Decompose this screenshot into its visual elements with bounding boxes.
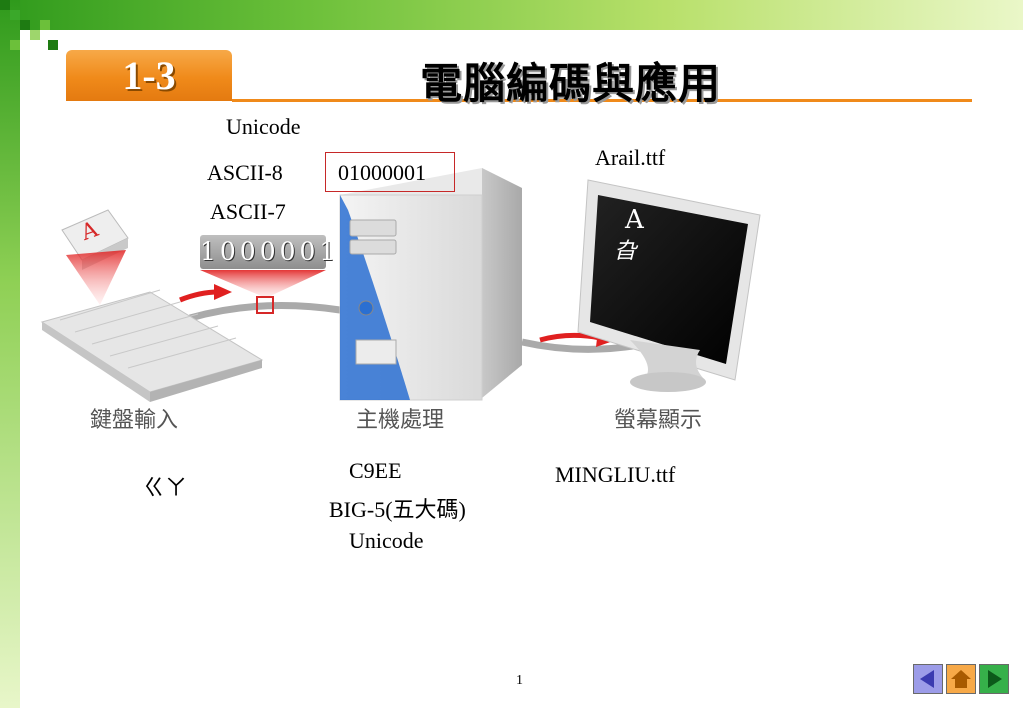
corner-square [10, 40, 20, 50]
ascii7-label: ASCII-7 [210, 199, 286, 224]
monitor-caption: 螢幕顯示 [614, 408, 703, 433]
prev-slide-button[interactable] [913, 664, 943, 694]
next-slide-button[interactable] [979, 664, 1009, 694]
bopomofo-label: ㄍㄚ [143, 476, 188, 501]
prev-icon [920, 670, 934, 688]
ascii8-binary: 01000001 [338, 160, 426, 185]
ascii8-highlight-box [325, 152, 455, 192]
unicode-bottom-label: Unicode [349, 528, 424, 553]
unicode-top-label: Unicode [226, 114, 301, 139]
corner-square [20, 20, 30, 30]
arial-font-label: Arail.ttf [595, 145, 666, 170]
computer-caption: 主機處理 [356, 408, 445, 433]
ascii8-label: ASCII-8 [207, 160, 283, 185]
corner-square [0, 0, 10, 10]
corner-square [10, 10, 20, 20]
home-icon [951, 670, 971, 688]
c9ee-code-label: C9EE [349, 458, 402, 483]
mingliu-font-label: MINGLIU.ttf [555, 462, 676, 487]
next-icon [988, 670, 1002, 688]
ascii7-binary-display: 1000001 [200, 235, 335, 269]
corner-square [40, 20, 50, 30]
screen-cjk-char: 旮 [614, 239, 639, 264]
top-gradient-bar [0, 0, 1023, 30]
title-underline [232, 99, 972, 102]
page-title: 電腦編碼與應用 [420, 62, 722, 108]
left-gradient-bar [0, 0, 20, 708]
corner-square [30, 30, 40, 40]
screen-latin-letter: A [624, 205, 645, 235]
home-button[interactable] [946, 664, 976, 694]
section-number-tab: 1-3 [66, 50, 232, 101]
corner-square [48, 40, 58, 50]
page-number: 1 [516, 673, 523, 688]
bit-highlight-box [256, 296, 274, 314]
keyboard-caption: 鍵盤輸入 [90, 408, 179, 433]
big5-label: BIG-5(五大碼) [329, 497, 466, 522]
